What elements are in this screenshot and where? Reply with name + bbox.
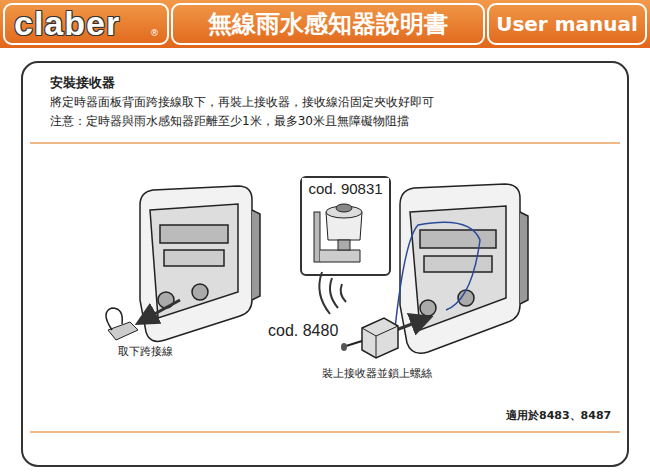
document-title: 無線雨水感知器說明書 xyxy=(172,8,484,40)
header-frame xyxy=(4,4,168,44)
rule xyxy=(30,431,620,433)
step-caption: 取下跨接線 xyxy=(118,344,173,359)
header-frame xyxy=(488,4,646,44)
header-label: User manual xyxy=(488,8,646,40)
signal-waves xyxy=(319,272,346,314)
header-frame xyxy=(172,4,484,44)
note-text: 注意：定時器與雨水感知器距離至少1米，最多30米且無障礙物阻擋 xyxy=(50,113,409,130)
removal-arrow xyxy=(140,300,180,322)
timer-left xyxy=(140,186,260,341)
rain-sensor xyxy=(314,204,362,262)
registered-mark: ® xyxy=(150,28,159,38)
step-caption: 裝上接收器並鎖上螺絲 xyxy=(322,366,432,381)
inset-box: cod. 90831 xyxy=(300,176,391,276)
brand-logo: claber xyxy=(14,3,120,43)
receiver xyxy=(362,318,398,358)
part-code: cod. 8480 xyxy=(268,322,338,340)
compatibility-note: 適用於8483、8487 xyxy=(506,408,611,423)
timer-right xyxy=(400,184,528,353)
install-arrow xyxy=(396,318,428,330)
content-panel xyxy=(22,62,628,466)
instruction-text: 將定時器面板背面跨接線取下，再裝上接收器，接收線沿固定夾收好即可 xyxy=(50,94,434,111)
section-heading: 安裝接收器 xyxy=(50,74,115,92)
receiver-wire xyxy=(394,222,480,338)
jumper xyxy=(106,308,138,340)
screw xyxy=(341,341,362,351)
part-code: cod. 90831 xyxy=(302,178,389,199)
rule xyxy=(30,142,620,144)
header-band xyxy=(0,0,650,48)
